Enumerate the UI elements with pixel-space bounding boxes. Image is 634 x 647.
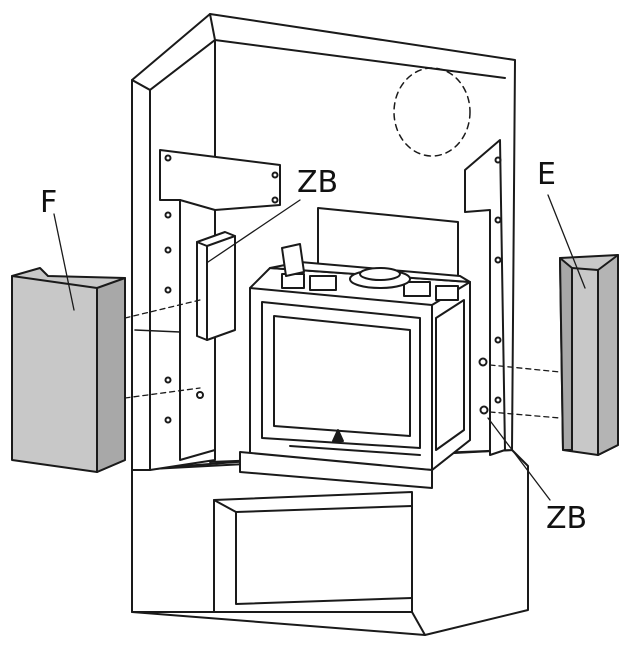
label-zb-top: ZB xyxy=(297,165,339,200)
label-zb-bottom: ZB xyxy=(546,501,588,536)
label-e: E xyxy=(537,157,556,192)
cover-panel-f xyxy=(11,267,126,473)
leader-lines xyxy=(53,194,586,501)
cover-panel-e xyxy=(559,254,619,456)
label-f: F xyxy=(40,185,58,220)
base-plinth xyxy=(131,449,529,636)
fireplace-insert xyxy=(239,207,471,489)
left-mounting-bracket xyxy=(159,149,281,461)
fixing-screws xyxy=(124,299,561,419)
right-mounting-bracket xyxy=(464,139,506,456)
side-insulation-block xyxy=(196,231,236,341)
